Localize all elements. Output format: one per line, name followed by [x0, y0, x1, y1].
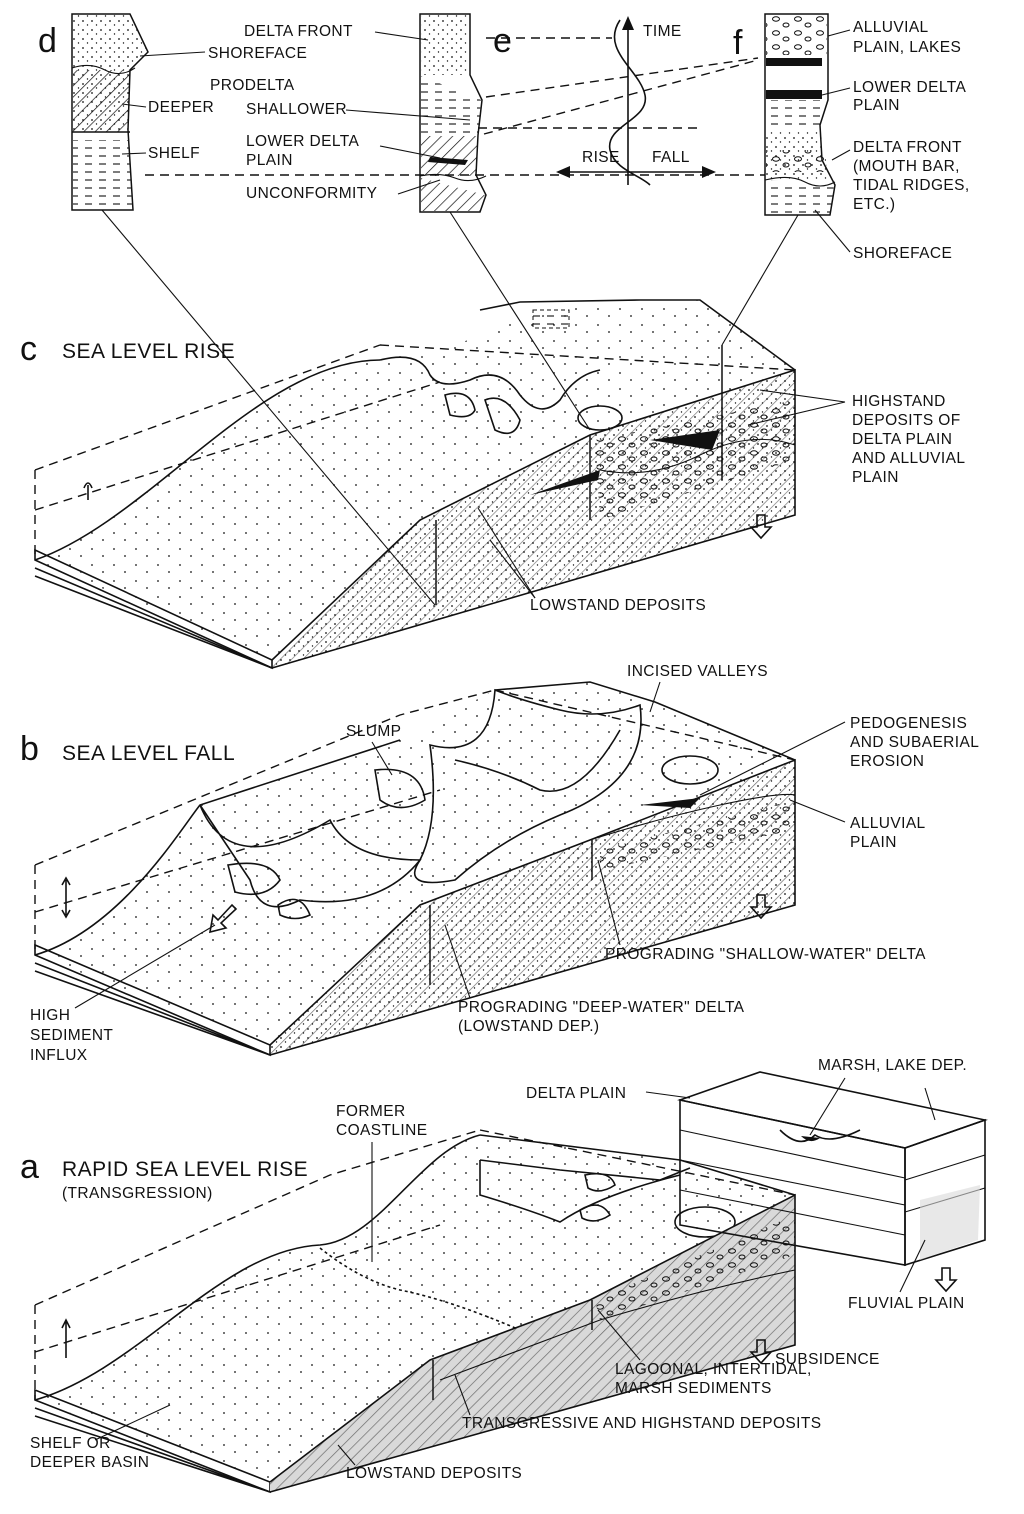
panel-b-label-high: HIGH: [30, 1007, 70, 1024]
column-f-label-etc: ETC.): [853, 196, 895, 213]
panel-a-label-deeper-basin: DEEPER BASIN: [30, 1454, 149, 1471]
panel-a-label-fluvial-plain: FLUVIAL PLAIN: [848, 1295, 965, 1312]
column-f-letter: f: [733, 24, 743, 62]
panel-a-subtitle: (TRANSGRESSION): [62, 1185, 213, 1202]
panel-a-label-lagoonal: LAGOONAL, INTERTIDAL,: [615, 1361, 812, 1378]
column-f-label-tidal-ridges: TIDAL RIDGES,: [853, 177, 970, 194]
panel-b-label-plain: PLAIN: [850, 834, 897, 851]
column-e-label-plain: PLAIN: [246, 152, 293, 169]
panel-a-label-subsidence: SUBSIDENCE: [775, 1351, 880, 1368]
tie-line-f: [721, 214, 799, 346]
column-f-label-alluvial: ALLUVIAL: [853, 19, 929, 36]
panel-c-title: SEA LEVEL RISE: [62, 340, 235, 363]
panel-c-label-plain: PLAIN: [852, 469, 899, 486]
panel-c: c SEA LEVEL RISE HIGHSTAND DEPOSI: [20, 299, 965, 670]
column-e: e DELTA FRONT PRODELTA SHALLOWER LOWER D…: [210, 13, 512, 213]
panel-a-label-marsh-lake: MARSH, LAKE DEP.: [818, 1057, 967, 1074]
column-d: d SHOREFACE DEEPER SHELF: [38, 13, 307, 211]
panel-b-label-sediment: SEDIMENT: [30, 1027, 113, 1044]
panel-a-letter: a: [20, 1148, 39, 1186]
panel-b-label-pedogenesis: PEDOGENESIS: [850, 715, 967, 732]
inset-block: [677, 1071, 988, 1267]
panel-a-label-marsh-sediments: MARSH SEDIMENTS: [615, 1380, 772, 1397]
panel-b-label-shallow-water-delta: PROGRADING "SHALLOW-WATER" DELTA: [605, 946, 926, 963]
panel-b-label-influx: INFLUX: [30, 1047, 88, 1064]
panel-c-label-delta-plain: DELTA PLAIN: [852, 431, 952, 448]
panel-c-label-and-alluvial: AND ALLUVIAL: [852, 450, 965, 467]
panel-b-label-slump: SLUMP: [346, 723, 401, 740]
column-e-label-prodelta: PRODELTA: [210, 77, 295, 94]
panel-a-title: RAPID SEA LEVEL RISE: [62, 1158, 308, 1181]
column-f-label-plain: PLAIN: [853, 97, 900, 114]
panel-b-label-subaerial: AND SUBAERIAL: [850, 734, 979, 751]
column-f-label-plain-lakes: PLAIN, LAKES: [853, 39, 961, 56]
column-e-label-lower-delta: LOWER DELTA: [246, 133, 359, 150]
column-d-label-shoreface: SHOREFACE: [208, 45, 307, 62]
column-f: f ALLUVIAL PLAIN, LAKES LOWER DELTA PLAI…: [733, 13, 970, 262]
panel-a-label-shelf-or: SHELF OR: [30, 1435, 111, 1452]
panel-a-label-transgressive: TRANSGRESSIVE AND HIGHSTAND DEPOSITS: [462, 1415, 821, 1432]
column-d-label-deeper: DEEPER: [148, 99, 214, 116]
column-d-letter: d: [38, 22, 57, 60]
panel-a: a RAPID SEA LEVEL RISE (TRANSGRESSION): [20, 1057, 988, 1494]
column-e-label-delta-front: DELTA FRONT: [244, 23, 353, 40]
panel-b-label-alluvial: ALLUVIAL: [850, 815, 926, 832]
sea-level-curve: TIME RISE FALL: [145, 16, 768, 186]
panel-c-label-highstand: HIGHSTAND: [852, 393, 946, 410]
rise-axis-label: RISE: [582, 149, 620, 166]
fall-axis-label: FALL: [652, 149, 690, 166]
panel-c-letter: c: [20, 330, 37, 368]
column-f-label-mouth-bar: (MOUTH BAR,: [853, 158, 960, 175]
panel-b-label-erosion: EROSION: [850, 753, 924, 770]
panel-c-label-lowstand: LOWSTAND DEPOSITS: [530, 597, 706, 614]
panel-b-label-incised-valleys: INCISED VALLEYS: [627, 663, 768, 680]
panel-b-title: SEA LEVEL FALL: [62, 742, 235, 765]
sediment-influx-arrow-icon: [208, 903, 238, 934]
panel-a-label-lowstand: LOWSTAND DEPOSITS: [346, 1465, 522, 1482]
column-f-label-shoreface: SHOREFACE: [853, 245, 952, 262]
column-e-letter: e: [493, 22, 512, 60]
panel-c-label-deposits-of: DEPOSITS OF: [852, 412, 961, 429]
panel-a-label-coastline: COASTLINE: [336, 1122, 427, 1139]
column-e-label-unconformity: UNCONFORMITY: [246, 185, 377, 202]
column-d-label-shelf: SHELF: [148, 145, 200, 162]
panel-a-label-former: FORMER: [336, 1103, 406, 1120]
panel-a-label-delta-plain: DELTA PLAIN: [526, 1085, 626, 1102]
column-e-label-shallower: SHALLOWER: [246, 101, 347, 118]
panel-b-label-lowstand-dep: (LOWSTAND DEP.): [458, 1018, 600, 1035]
panel-b-label-deep-water-delta: PROGRADING "DEEP-WATER" DELTA: [458, 999, 745, 1016]
panel-b: b SEA LEVEL FALL INCISED VALLEYS SLUMP: [20, 663, 979, 1064]
column-f-label-lower-delta: LOWER DELTA: [853, 79, 966, 96]
panel-b-letter: b: [20, 730, 39, 768]
column-f-label-delta-front: DELTA FRONT: [853, 139, 962, 156]
time-axis-label: TIME: [643, 23, 682, 40]
